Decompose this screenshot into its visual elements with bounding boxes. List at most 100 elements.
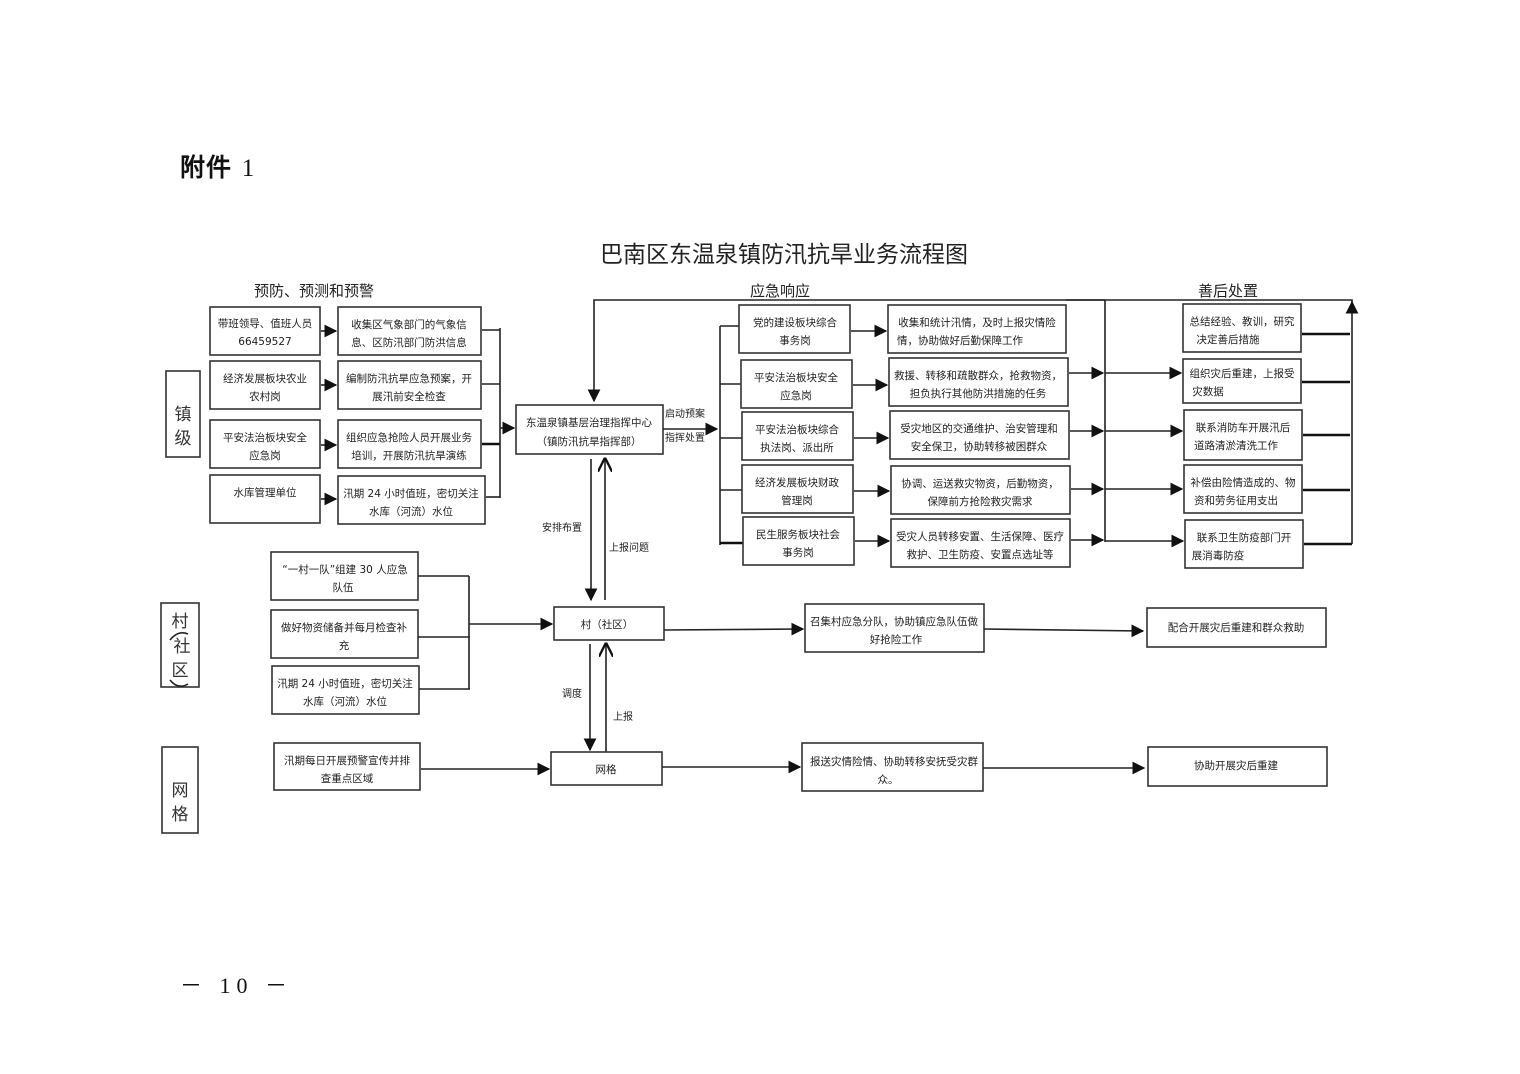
level-grid: 网 格 <box>161 746 199 834</box>
grid-response: 报送灾情险情、协助转移安抚受灾群 众。 <box>801 742 984 792</box>
section-prevention: 预防、预测和预警 <box>254 282 374 300</box>
aftermath-task: 补偿由险情造成的、物 资和劳务征用支出 <box>1183 464 1303 514</box>
response-aftermath-bus <box>1066 299 1185 548</box>
box-text: 查重点区域 <box>321 772 374 785</box>
edge-label-start-plan: 启动预案 <box>665 407 705 420</box>
box-text: 补偿由险情造成的、物 <box>1191 476 1296 489</box>
box-text: 组织应急抢险人员开展业务 <box>346 431 472 444</box>
box-text: 管理岗 <box>781 494 813 507</box>
level-village-char: 村 <box>172 612 189 632</box>
box-text: 经济发展板块农业 <box>223 372 307 385</box>
prevention-merge-connector <box>482 328 516 498</box>
box-text: 66459527 <box>238 336 291 348</box>
grid-node: 网格 <box>550 751 663 786</box>
village-node: 村（社区） <box>553 606 665 641</box>
aftermath-task: 联系消防车开展汛后 道路清淤清洗工作 <box>1183 409 1303 461</box>
town-prevention-task: 组织应急抢险人员开展业务 培训，开展防汛抗旱演练 <box>337 419 482 469</box>
box-text: 平安法治板块安全 <box>223 431 307 444</box>
box-text: 救援、转移和疏散群众，抢救物资， <box>894 369 1062 382</box>
level-grid-char: 格 <box>172 805 189 825</box>
box-text: 联系消防车开展汛后 <box>1196 421 1291 434</box>
box-text: 好抢险工作 <box>870 633 923 646</box>
box-text: 众。 <box>878 774 899 786</box>
label-report: 上报 <box>613 710 633 723</box>
box-text: 报送灾情险情、协助转移安抚受灾群 <box>810 755 978 768</box>
section-aftermath: 善后处置 <box>1198 282 1258 300</box>
town-actor: 水库管理单位 <box>209 474 321 524</box>
town-actor: 带班领导、值班人员 66459527 <box>209 306 321 356</box>
box-text: 培训，开展防汛抗旱演练 <box>351 449 467 462</box>
box-text: 编制防汛抗旱应急预案，开 <box>346 372 472 385</box>
village-to-response-arrow <box>663 622 805 636</box>
box-text: 事务岗 <box>782 546 814 559</box>
box-text: 组织灾后重建，上报受 <box>1190 367 1295 380</box>
aftermath-task: 组织灾后重建，上报受 灾数据 <box>1182 358 1302 404</box>
page-number: － 10 － <box>180 973 294 998</box>
box-text: 展消毒防疫 <box>1192 549 1245 562</box>
box-text: 收集区气象部门的气象信 <box>351 318 467 331</box>
box-text: 队伍 <box>333 581 354 594</box>
actor-task-arrows <box>321 324 338 506</box>
response-unit: 平安法治板块综合 执法岗、派出所 <box>741 411 854 461</box>
box-text: 平安法治板块综合 <box>755 423 839 436</box>
box-text: 经济发展板块财政 <box>755 476 839 489</box>
aftermath-task: 联系卫生防疫部门开 展消毒防疫 <box>1184 519 1304 569</box>
town-actor: 平安法治板块安全 应急岗 <box>209 419 321 469</box>
box-text: 灾数据 <box>1192 385 1224 398</box>
box-text: 执法岗、派出所 <box>760 441 834 454</box>
level-village: 村 社 区 <box>160 602 200 688</box>
attachment-heading: 附件 1 <box>180 148 255 184</box>
command-village-arrows <box>584 459 605 602</box>
box-text: 联系卫生防疫部门开 <box>1197 531 1292 544</box>
box-text: 资和劳务征用支出 <box>1194 494 1278 507</box>
response-task: 受灾地区的交通维护、治安管理和 安全保卫，协助转移被困群众 <box>889 410 1070 460</box>
box-text: 党的建设板块综合 <box>753 316 837 329</box>
box-text: 总结经验、教训，研究 <box>1190 315 1295 328</box>
box-text: 汛期 24 小时值班，密切关注 <box>277 677 413 690</box>
aftermath-return-bus <box>1302 300 1359 546</box>
box-text: 做好物资储备并每月检查补 <box>281 621 407 634</box>
response-unit: 经济发展板块财政 管理岗 <box>741 464 854 514</box>
grid-aftermath: 协助开展灾后重建 <box>1147 746 1328 787</box>
unit-task-arrows <box>851 324 891 548</box>
box-text: 配合开展灾后重建和群众救助 <box>1168 621 1305 634</box>
response-branch-connector <box>719 325 743 545</box>
village-task: 做好物资储备并每月检查补 充 <box>270 609 419 659</box>
box-text: 农村岗 <box>249 390 281 403</box>
edge-label-command: 指挥处置 <box>665 431 705 444</box>
village-response-to-aftermath-arrow <box>983 624 1145 638</box>
box-text: 平安法治板块安全 <box>754 371 838 384</box>
attachment-number: 1 <box>241 155 256 182</box>
town-prevention-task: 收集区气象部门的气象信 息、区防汛部门防洪信息 <box>337 306 482 356</box>
response-unit: 平安法治板块安全 应急岗 <box>740 359 853 409</box>
box-text: 救护、卫生防疫、安置点选址等 <box>907 548 1054 561</box>
response-task: 受灾人员转移安置、生活保障、医疗 救护、卫生防疫、安置点选址等 <box>890 518 1071 568</box>
box-text: 协助开展灾后重建 <box>1194 759 1278 772</box>
level-village-char: 社 <box>174 637 191 657</box>
level-town-char: 级 <box>175 429 192 449</box>
level-village-char: 区 <box>172 661 189 681</box>
village-response: 召集村应急分队，协助镇应急队伍做 好抢险工作 <box>804 603 985 653</box>
level-town-char: 镇 <box>175 405 192 425</box>
box-text: 水库（河流）水位 <box>303 695 387 708</box>
box-text: 召集村应急分队，协助镇应急队伍做 <box>810 615 978 628</box>
box-text: 受灾人员转移安置、生活保障、医疗 <box>896 530 1064 543</box>
box-text: 情，协助做好后勤保障工作 <box>897 334 1023 347</box>
level-grid-char: 网 <box>172 781 189 801</box>
box-text: 东温泉镇基层治理指挥中心 <box>526 416 652 429</box>
label-arrange: 安排布置 <box>542 521 582 534</box>
command-center: 东温泉镇基层治理指挥中心 （镇防汛抗旱指挥部） <box>515 404 664 455</box>
response-task: 救援、转移和疏散群众，抢救物资， 担负执行其他防洪措施的任务 <box>888 357 1069 407</box>
box-text: 村（社区） <box>581 618 634 631</box>
level-town: 镇 级 <box>165 370 201 458</box>
box-text: 保障前方抢险救灾需求 <box>928 495 1033 508</box>
response-task: 协调、运送救灾物资，后勤物资， 保障前方抢险救灾需求 <box>890 465 1071 515</box>
box-text: 水库管理单位 <box>234 486 297 499</box>
box-text: 汛期每日开展预警宣传并排 <box>284 754 410 767</box>
box-text: 协调、运送救灾物资，后勤物资， <box>901 477 1059 490</box>
village-task: “一村一队”组建 30 人应急 队伍 <box>270 551 419 601</box>
box-text: 息、区防汛部门防洪信息 <box>351 336 467 349</box>
box-text: 决定善后措施 <box>1197 333 1260 346</box>
box-text: 充 <box>339 639 350 652</box>
village-grid-arrows <box>583 644 606 752</box>
